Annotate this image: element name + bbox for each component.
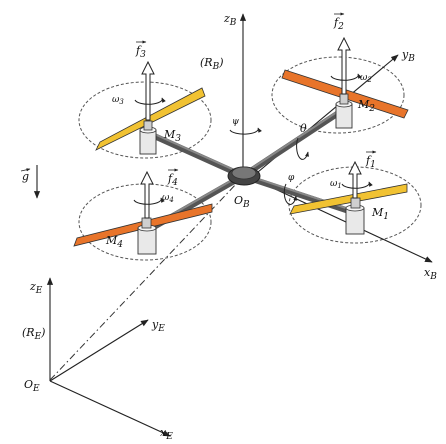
z-b-label: zB: [223, 12, 237, 28]
origin-e-label: OE: [24, 378, 40, 394]
z-e-label: zE: [29, 280, 43, 296]
psi-arc: [229, 127, 262, 135]
x-e-axis: [49, 380, 171, 437]
f1-label: f1: [365, 154, 376, 170]
rotation-arc-2: [330, 73, 362, 81]
thrust-arrow-4: [140, 170, 154, 219]
motor-1: [345, 207, 365, 235]
w2-label: ω2: [360, 73, 372, 84]
attitude-arcs: [229, 127, 309, 205]
arm-3: [149, 132, 246, 179]
labels: zB (RB) yB xB OB g f3 f2 f4 f1 ω3 ω2 ω4 …: [20, 12, 437, 442]
blade-1: [289, 183, 408, 215]
rotation-arc-1: [341, 181, 373, 189]
origin-b-label: OB: [234, 194, 250, 210]
y-b-label: yB: [401, 48, 415, 64]
thrust-arrow-1: [348, 160, 362, 199]
frame-b-label: (RB): [200, 56, 224, 72]
rotation-arc-4: [133, 197, 165, 205]
phi-arc: [283, 183, 298, 205]
motor-3: [139, 129, 157, 155]
w1-label: ω1: [330, 179, 342, 190]
m3-label: M3: [163, 128, 181, 144]
y-e-axis: [49, 319, 149, 382]
rotor-4: [73, 203, 213, 255]
m1-label: M1: [371, 206, 389, 222]
y-e-label: yE: [151, 318, 165, 334]
rotor-disc-4: [78, 183, 212, 261]
rotor-disc-1: [288, 166, 422, 244]
f2-label: f2: [333, 16, 344, 32]
rotation-arcs: [133, 73, 373, 205]
f4-label: f4: [167, 172, 178, 188]
x-e-label: xE: [160, 426, 173, 442]
rotor-disc-2: [271, 56, 405, 134]
thrust-arrow-3: [141, 60, 155, 121]
w3-label: ω3: [112, 95, 124, 106]
rotor-1: [289, 183, 408, 235]
gravity-vector-mark: [20, 168, 31, 172]
gravity-label: g: [22, 170, 29, 183]
theta-arc: [296, 137, 309, 160]
w4-label: ω4: [162, 193, 174, 204]
position-vector: [49, 181, 239, 381]
f3-label: f3: [135, 44, 146, 60]
frame-e-label: (RE): [22, 326, 45, 342]
rotor-disc-3: [78, 81, 212, 159]
x-b-label: xB: [424, 266, 437, 282]
arm-2: [240, 107, 346, 179]
central-hub: [227, 166, 261, 186]
m2-label: M2: [357, 98, 375, 114]
rotor-discs: [78, 56, 422, 261]
rotation-arc-3: [134, 97, 166, 105]
m4-label: M4: [105, 234, 123, 250]
phi-label: φ: [288, 173, 295, 183]
motor-4: [137, 227, 157, 255]
psi-label: ψ: [232, 117, 240, 127]
earth-axes: [46, 277, 171, 437]
theta-label: θ: [300, 122, 307, 135]
thrust-arrows: [140, 36, 362, 219]
motor-2: [335, 103, 353, 129]
thrust-arrow-2: [337, 36, 351, 95]
